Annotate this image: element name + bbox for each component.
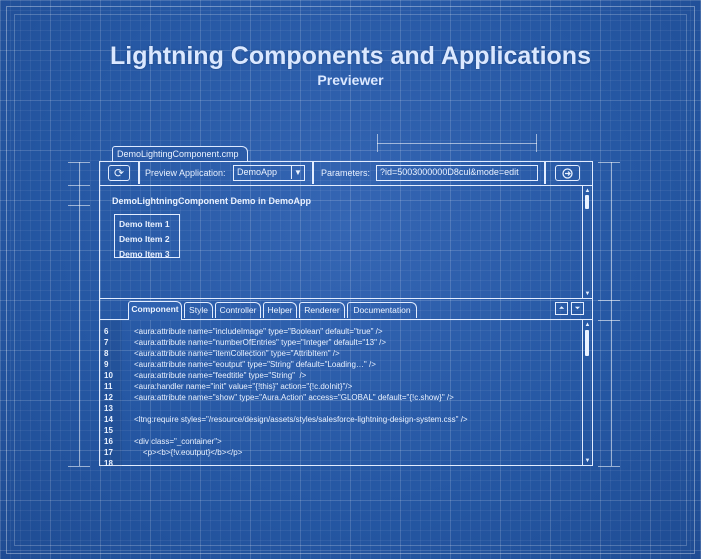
parameters-input[interactable]: ?id=5003000000D8cul&mode=edit: [376, 165, 538, 181]
toolbar: ⟳ Preview Application: DemoApp ▼ Paramet…: [100, 162, 592, 186]
tab-component[interactable]: Component: [128, 301, 182, 320]
dimension-tick: [68, 162, 90, 163]
refresh-button[interactable]: ⟳: [108, 165, 130, 181]
line-number: 12: [104, 393, 113, 402]
scroll-up-icon[interactable]: ▲: [584, 321, 591, 328]
code-line: 6 <aura:attribute name="includeImage" typ…: [100, 326, 580, 337]
code-text: <aura:attribute name="itemCollection" ty…: [134, 349, 340, 358]
line-number: 7: [104, 338, 109, 347]
tab-controller[interactable]: Controller: [215, 302, 261, 318]
collapse-down-button[interactable]: ⏷: [571, 302, 584, 315]
preview-app-label: Preview Application:: [145, 168, 226, 178]
code-text: <aura:attribute name="show" type="Aura.A…: [134, 393, 454, 402]
dimension-tick: [68, 185, 90, 186]
code-line: 17 <p><b>{!v.eoutput}</b></p>: [100, 447, 580, 458]
dimension-tick: [598, 466, 620, 467]
scroll-down-icon[interactable]: ▼: [584, 457, 591, 464]
code-text: <aura:handler name="init" value="{!this}…: [134, 382, 353, 391]
line-number: 14: [104, 415, 113, 424]
dimension-line: [611, 162, 612, 466]
previewer-window: ⟳ Preview Application: DemoApp ▼ Paramet…: [99, 161, 593, 466]
scroll-thumb[interactable]: [585, 195, 589, 209]
line-number-gutter: [100, 320, 122, 466]
code-scrollbar[interactable]: ▲ ▼: [582, 320, 592, 465]
scroll-thumb[interactable]: [585, 330, 589, 356]
dimension-tick: [68, 205, 90, 206]
double-chevron-down-icon: ⏷: [574, 304, 581, 312]
preview-app-value: DemoApp: [237, 167, 278, 177]
refresh-icon: ⟳: [113, 166, 125, 180]
code-line: 15: [100, 425, 580, 436]
demo-item-list: Demo Item 1 Demo Item 2 Demo Item 3: [114, 214, 180, 259]
code-text: <aura:attribute name="numberOfEntries" t…: [134, 338, 387, 347]
tab-helper[interactable]: Helper: [263, 302, 297, 318]
tab-style[interactable]: Style: [184, 302, 213, 318]
line-number: 13: [104, 404, 113, 413]
tab-documentation[interactable]: Documentation: [347, 302, 417, 318]
preview-app-select[interactable]: DemoApp ▼: [233, 165, 305, 181]
page-subtitle: Previewer: [317, 72, 384, 88]
code-line: 7 <aura:attribute name="numberOfEntries" …: [100, 337, 580, 348]
double-chevron-up-icon: ⏶: [558, 304, 565, 312]
code-line: 16 <div class="_container">: [100, 436, 580, 447]
list-item: Demo Item 3: [119, 249, 170, 259]
preview-scrollbar[interactable]: ▲ ▼: [582, 186, 592, 298]
list-item: Demo Item 1: [119, 219, 170, 229]
line-number: 9: [104, 360, 109, 369]
list-item: Demo Item 2: [119, 234, 170, 244]
line-number: 15: [104, 426, 113, 435]
code-editor[interactable]: 6 <aura:attribute name="includeImage" typ…: [100, 320, 584, 466]
code-line: 8 <aura:attribute name="itemCollection" t…: [100, 348, 580, 359]
line-number: 10: [104, 371, 113, 380]
line-number: 16: [104, 437, 113, 446]
toolbar-separator: [312, 162, 314, 184]
open-browser-button[interactable]: [555, 165, 580, 181]
dimension-tick: [598, 320, 620, 321]
line-number: 18: [104, 459, 113, 466]
code-text: <aura:attribute name="feedtitle" type="S…: [134, 371, 307, 380]
dimension-tick: [598, 162, 620, 163]
scroll-down-icon[interactable]: ▼: [584, 290, 591, 297]
collapse-up-button[interactable]: ⏶: [555, 302, 568, 315]
code-text: <aura:attribute name="includeImage" type…: [134, 327, 383, 336]
tab-renderer[interactable]: Renderer: [299, 302, 345, 318]
parameters-label: Parameters:: [321, 168, 371, 178]
parameters-value: ?id=5003000000D8cul&mode=edit: [380, 167, 519, 177]
editor-tabs: Component Style Controller Helper Render…: [100, 298, 592, 320]
line-number: 8: [104, 349, 109, 358]
code-line: 18: [100, 458, 580, 466]
line-number: 17: [104, 448, 113, 457]
dimension-tick: [598, 300, 620, 301]
open-browser-icon: [562, 167, 573, 179]
blueprint-outer-frame: [6, 6, 695, 554]
code-line: 13: [100, 403, 580, 414]
dimension-line: [377, 143, 537, 144]
code-line: 10 <aura:attribute name="feedtitle" type=…: [100, 370, 580, 381]
code-line: 11 <aura:handler name="init" value="{!thi…: [100, 381, 580, 392]
chevron-down-icon: ▼: [291, 166, 304, 179]
dimension-tick: [68, 466, 90, 467]
dimension-line: [79, 162, 80, 466]
preview-pane: DemoLightningComponent Demo in DemoApp D…: [100, 186, 584, 298]
dimension-tick: [377, 134, 378, 152]
file-tab[interactable]: DemoLightingComponent.cmp: [112, 146, 248, 162]
preview-title: DemoLightningComponent Demo in DemoApp: [112, 196, 311, 206]
scroll-up-icon[interactable]: ▲: [584, 187, 591, 194]
line-number: 6: [104, 327, 109, 336]
code-text: <ltng:require styles="/resource/design/a…: [134, 415, 468, 424]
code-line: 14 <ltng:require styles="/resource/design…: [100, 414, 580, 425]
toolbar-separator: [138, 162, 140, 184]
code-line: 9 <aura:attribute name="eoutput" type="St…: [100, 359, 580, 370]
code-text: <p><b>{!v.eoutput}</b></p>: [134, 448, 243, 457]
code-text: <aura:attribute name="eoutput" type="Str…: [134, 360, 376, 369]
blueprint-inner-frame: [14, 14, 687, 546]
code-text: <div class="_container">: [134, 437, 222, 446]
dimension-tick: [536, 134, 537, 152]
page-title: Lightning Components and Applications: [110, 42, 591, 70]
line-number: 11: [104, 382, 113, 391]
code-line: 12 <aura:attribute name="show" type="Aura…: [100, 392, 580, 403]
toolbar-separator: [544, 162, 546, 184]
